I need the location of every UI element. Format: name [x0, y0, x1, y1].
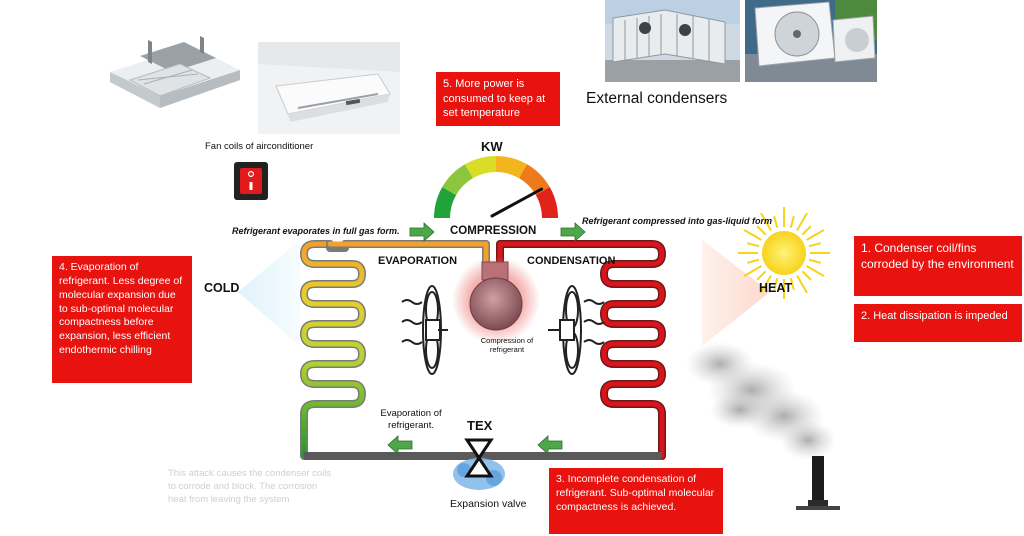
arrow-out-of-compression: [560, 222, 586, 242]
sun-ray: [756, 270, 767, 281]
arrow-bottom-right: [537, 435, 563, 455]
sun-ray: [808, 242, 821, 248]
sun-icon: [738, 207, 830, 299]
gauge-segment: [465, 156, 496, 179]
fan-coils-label: Fan coils of airconditioner: [205, 141, 314, 152]
evaporation-of-line2: refrigerant.: [388, 419, 434, 431]
evaporation-label: EVAPORATION: [378, 255, 458, 267]
flow-arrows: [387, 222, 586, 455]
sun-ray: [760, 212, 772, 231]
expansion-valve-icon: [453, 438, 505, 490]
evaporator-fan-icon: [401, 285, 448, 375]
callout-1-corroded: 1. Condenser coil/fins corroded by the e…: [854, 236, 1022, 296]
compression-of-line2: refrigerant: [489, 345, 525, 354]
sun-ray: [796, 275, 808, 294]
sun-ray: [743, 265, 762, 277]
gauge-segment: [442, 164, 473, 195]
evaporation-of-line1: Evaporation of: [380, 408, 442, 419]
gauge-needle: [490, 187, 544, 218]
arrow-into-compression: [409, 222, 435, 242]
faded-line3: heat from leaving the system: [168, 493, 290, 505]
callout-4-evaporation: 4. Evaporation of refrigerant. Less degr…: [52, 256, 192, 383]
compression-of-refrigerant-label: Compression of refrigerant: [476, 336, 538, 354]
sun-ray: [806, 265, 825, 277]
gauge-segment: [519, 164, 550, 195]
compressor-icon: [469, 277, 523, 331]
sun-ray: [756, 225, 767, 236]
split-condenser-photo: [745, 0, 877, 82]
evaporator-coil: [300, 240, 490, 460]
gauge-segment: [496, 156, 527, 179]
compressor-top: [481, 261, 509, 281]
power-switch-icon: [234, 162, 268, 200]
condensation-label: CONDENSATION: [527, 255, 616, 267]
condenser-fan-icon: [548, 285, 605, 375]
sun-ray: [806, 229, 825, 241]
sun-ray: [808, 258, 821, 264]
callout-3-condensation: 3. Incomplete condensation of refrigeran…: [549, 468, 723, 534]
rooftop-condenser-photo: [605, 0, 740, 82]
sun-ray: [747, 258, 760, 264]
sun-ray: [743, 229, 762, 241]
callout-5-power: 5. More power is consumed to keep at set…: [436, 72, 560, 126]
faded-line1: This attack causes the condenser coils: [168, 468, 332, 479]
smoke-plume: [686, 342, 836, 460]
faded-caption: This attack causes the condenser coils t…: [168, 468, 331, 506]
cassette-unit-photo: [100, 34, 248, 116]
condenser-coil: [496, 240, 666, 460]
compression-of-line1: Compression of: [480, 336, 534, 345]
sun-ray: [789, 277, 795, 290]
cold-arrow-shape: [238, 240, 300, 346]
sun-ray: [796, 212, 808, 231]
gauge-segment: [535, 187, 558, 218]
compression-label: COMPRESSION: [450, 225, 537, 237]
callout-2-heat-dissipation: 2. Heat dissipation is impeded: [854, 304, 1022, 342]
kw-label: KW: [481, 139, 503, 154]
heat-label: HEAT: [759, 281, 793, 295]
refrigerant-evaporates-label: Refrigerant evaporates in full gas form.: [232, 226, 400, 236]
sun-ray: [760, 275, 772, 294]
sun-ray: [773, 277, 779, 290]
evaporation-of-refrigerant-label: Evaporation of refrigerant.: [371, 408, 451, 432]
chimney-icon: [796, 456, 840, 510]
sun-ray: [801, 225, 812, 236]
wall-split-unit-photo: [258, 42, 400, 134]
sun-ray: [801, 270, 812, 281]
expansion-valve-label: Expansion valve: [450, 498, 527, 510]
kw-gauge: [434, 156, 558, 218]
sun-ray: [789, 216, 795, 229]
tex-label: TEX: [467, 418, 493, 433]
sun-ray: [773, 216, 779, 229]
arrow-bottom-left: [387, 435, 413, 455]
heat-arrow-shape: [702, 240, 770, 346]
external-condensers-label: External condensers: [586, 90, 728, 107]
sun-ray: [747, 242, 760, 248]
faded-line2: to corrode and block. The corrosion: [168, 480, 318, 492]
gauge-segment: [434, 187, 457, 218]
refrigerant-compressed-label: Refrigerant compressed into gas-liquid f…: [582, 216, 773, 226]
cold-label: COLD: [204, 281, 240, 295]
